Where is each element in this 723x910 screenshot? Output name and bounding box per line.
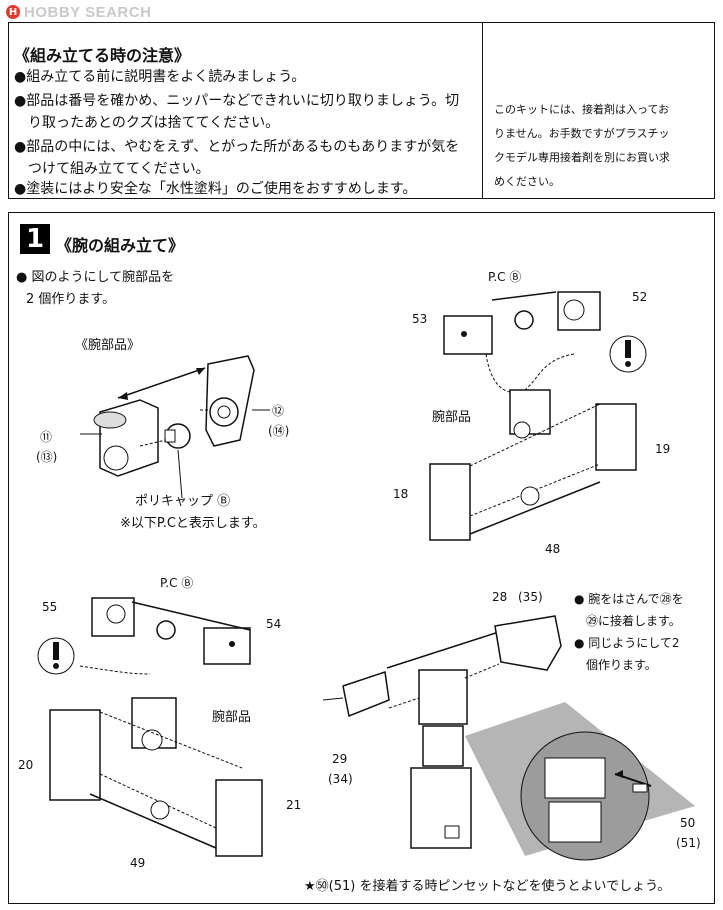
part-number-label: ⑪ (40, 430, 53, 444)
assembly-note: ● 腕をはさんで㉘を (574, 592, 684, 606)
part-number-label: (34) (328, 772, 353, 786)
part-number-label: 18 (393, 487, 409, 501)
part-number-label: (51) (676, 836, 701, 850)
assembly-note: 個作ります。 (586, 658, 657, 672)
arm-part-label: 腕部品 (212, 710, 252, 725)
notice-item: ●塗装にはより安全な「水性塗料」のご使用をおすすめします。 (14, 181, 417, 197)
part-number-label: 55 (42, 600, 58, 614)
logo-text: HOBBY SEARCH (24, 3, 152, 21)
step-title: 《腕の組み立て》 (56, 236, 185, 255)
part-number-label: ⑫ (272, 404, 285, 418)
adhesive-note-box (483, 22, 715, 199)
notice-item: ●組み立てる前に説明書をよく読みましょう。 (14, 69, 306, 85)
adhesive-note-line: クモデル専用接着剤を別にお買い求 (494, 151, 670, 164)
part-number-label: (⑬) (36, 450, 58, 464)
part-number-label: 29 (332, 752, 348, 766)
part-number-label: 21 (286, 798, 302, 812)
part-number-label: 54 (266, 617, 282, 631)
part-number-label: 20 (18, 758, 34, 772)
arm-parts-illustration (80, 355, 270, 499)
part-number-label: 19 (655, 442, 671, 456)
notice-item: ●部品は番号を確かめ、ニッパーなどできれいに切り取りましょう。切 (14, 93, 460, 109)
arm-assembly-illustration-right (429, 291, 647, 541)
assembly-note: ● 同じようにして2 (574, 636, 680, 650)
pc-label: P.C Ⓑ (488, 270, 522, 284)
part-number-label: 48 (545, 542, 561, 556)
part-number-label: (⑭) (268, 424, 290, 438)
notice-box (8, 22, 483, 199)
intro-text: ● 図のようにして腕部品を (16, 270, 175, 285)
site-logo: H HOBBY SEARCH (6, 2, 151, 22)
assembly-note: ㉙に接着します。 (586, 614, 681, 628)
adhesive-note-line: めください。 (494, 175, 560, 188)
adhesive-note: このキットには、接着剤は入ってお りません。お手数ですがプラスチッ クモデル専用… (494, 98, 699, 194)
pc-note: ※以下P.Cと表示します。 (120, 516, 266, 531)
part-number-label: (35) (518, 590, 543, 604)
arm-parts-heading: 《腕部品》 (75, 338, 141, 353)
notice-title: 《組み立てる時の注意》 (14, 46, 191, 65)
footer-note: ★㊿(51) を接着する時ピンセットなどを使うとよいでしょう。 (304, 879, 671, 894)
step-number: 1 (20, 224, 50, 254)
part-number-label: 28 (492, 590, 508, 604)
part-number-label: 50 (680, 816, 696, 830)
notice-item: り取ったあとのクズは捨ててください。 (14, 115, 280, 131)
arm-assembly-illustration-left (37, 597, 263, 857)
part-number-label: 52 (632, 290, 648, 304)
pc-label: P.C Ⓑ (160, 576, 194, 590)
step-frame (8, 212, 715, 904)
notice-item: つけて組み立ててください。 (14, 161, 210, 177)
poly-cap-label: ポリキャップ Ⓑ (135, 494, 231, 509)
part-number-label: 49 (130, 856, 146, 870)
logo-mark: H (6, 5, 20, 19)
part-number-label: 53 (412, 312, 428, 326)
shoulder-assembly-illustration (322, 615, 695, 861)
notice-item: ●部品の中には、やむをえず、とがった所があるものもありますが気を (14, 139, 460, 155)
intro-text: 2 個作ります。 (26, 292, 116, 307)
adhesive-note-line: りません。お手数ですがプラスチッ (494, 127, 670, 140)
arm-part-label: 腕部品 (432, 410, 472, 425)
adhesive-note-line: このキットには、接着剤は入ってお (494, 103, 670, 116)
